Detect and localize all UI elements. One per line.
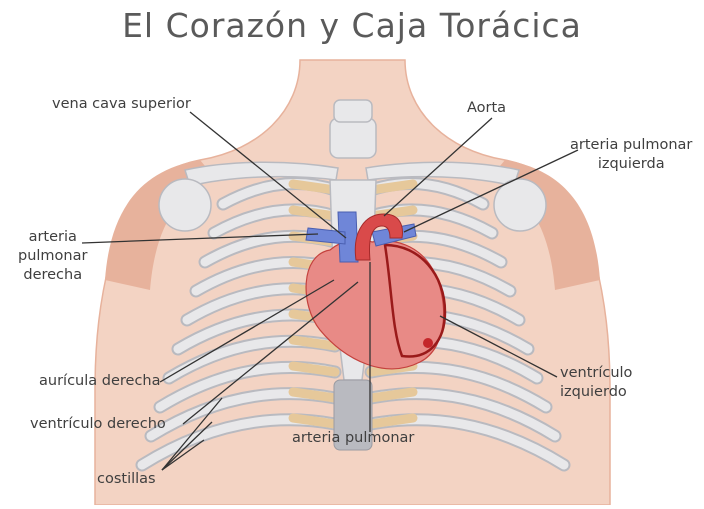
diagram-title: El Corazón y Caja Torácica [0,6,704,45]
shoulder-joint-right [494,179,546,231]
label-arteria-pulmonar-izquierda: arteria pulmonar izquierda [570,136,692,174]
label-arteria-pulmonar: arteria pulmonar [292,429,414,448]
costal-cartilage-right-9 [371,392,413,398]
costal-cartilage-left-1 [293,184,335,190]
label-ventriculo-derecho: ventrículo derecho [30,415,166,434]
shoulder-joint-left [159,179,211,231]
costal-cartilage-left-10 [293,418,335,424]
cervical-vertebra-2 [334,100,372,122]
label-ventriculo-izquierdo: ventrículo izquierdo [560,364,632,402]
costal-cartilage-left-9 [293,392,335,398]
label-vena-cava-superior: vena cava superior [52,95,191,114]
costal-cartilage-left-7 [293,340,335,346]
costal-cartilage-right-1 [371,184,413,190]
costal-cartilage-right-10 [371,418,413,424]
label-aorta: Aorta [467,99,506,118]
cervical-vertebra [330,118,376,158]
costal-cartilage-left-2 [293,210,335,216]
label-auricula-derecha: aurícula derecha [39,372,161,391]
apex-mark [423,338,433,348]
label-costillas: costillas [97,470,156,489]
costal-cartilage-left-8 [293,366,335,372]
label-arteria-pulmonar-derecha: arteria pulmonar derecha [18,228,87,285]
